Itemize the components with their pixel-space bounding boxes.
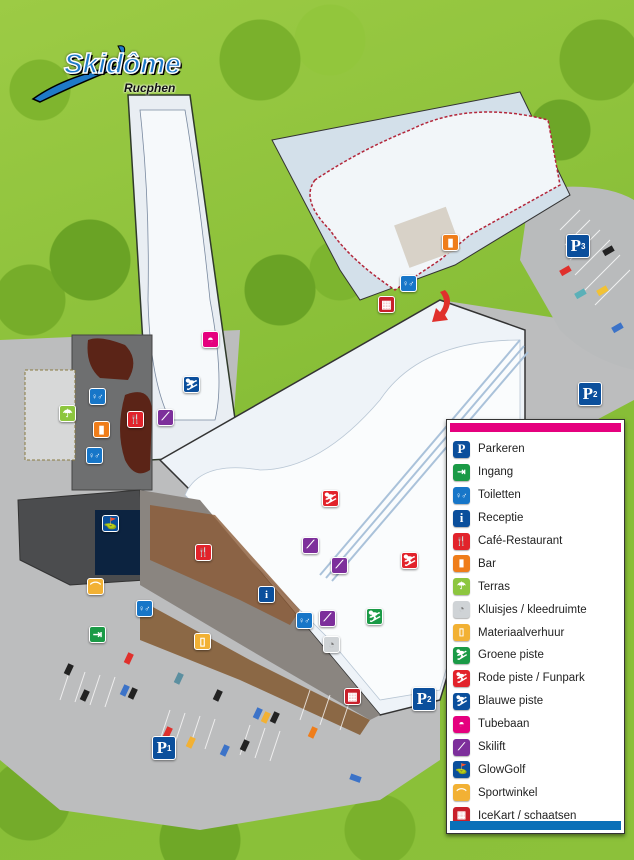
legend-label: Blauwe piste <box>478 695 544 708</box>
parking-icon: P <box>453 440 470 458</box>
glowgolf-icon: ⛳ <box>453 761 470 779</box>
legend-top-bar <box>450 423 621 432</box>
lockers-icon[interactable]: ◔ <box>323 636 340 653</box>
sportshop-icon[interactable]: ⌒ <box>87 578 104 595</box>
cafe-restaurant-icon: 🍴 <box>453 532 470 550</box>
legend-label: Café-Restaurant <box>478 535 563 547</box>
tubebaan-icon[interactable]: ◓ <box>202 331 219 348</box>
red-slope-icon[interactable]: ⛷ <box>322 490 339 507</box>
legend-item-entrance[interactable]: ⇥ Ingang <box>453 461 620 484</box>
blue-slope-icon: ⛷ <box>453 692 470 710</box>
info-reception-icon[interactable]: i <box>258 586 275 603</box>
legend-item-terrace[interactable]: ☂ Terras <box>453 575 620 598</box>
legend-item-skilift[interactable]: ⟋ Skilift <box>453 736 620 759</box>
skilift-icon: ⟋ <box>453 738 470 756</box>
logo-subtitle: Rucphen <box>124 81 176 95</box>
legend-list: P Parkeren ⇥ Ingang ♀♂ Toiletten i Recep… <box>453 438 620 827</box>
legend-label: Parkeren <box>478 443 525 456</box>
legend-item-green-slope[interactable]: ⛷ Groene piste <box>453 644 620 667</box>
legend-label: IceKart / schaatsen <box>478 809 577 822</box>
terrace-icon[interactable]: ☂ <box>59 405 76 422</box>
green-slope-icon: ⛷ <box>453 646 470 664</box>
lockers-icon: ◔ <box>453 601 470 619</box>
blue-slope-icon[interactable]: ⛷ <box>183 376 200 393</box>
toilets-icon: ♀♂ <box>453 486 470 504</box>
legend-item-parking[interactable]: P Parkeren <box>453 438 620 461</box>
entrance-icon: ⇥ <box>453 463 470 481</box>
legend-label: Kluisjes / kleedruimte <box>478 603 587 616</box>
info-icon: i <box>453 509 470 527</box>
skidome-logo: Skidôme Rucphen <box>28 44 203 104</box>
glowgolf-icon[interactable]: ⛳ <box>102 515 119 532</box>
toilets-icon[interactable]: ♀♂ <box>136 600 153 617</box>
legend-item-reception[interactable]: i Receptie <box>453 507 620 530</box>
cafe-restaurant-icon[interactable]: 🍴 <box>195 544 212 561</box>
toilets-icon[interactable]: ♀♂ <box>296 612 313 629</box>
legend-label: Terras <box>478 580 510 593</box>
toilets-icon[interactable]: ♀♂ <box>89 388 106 405</box>
logo-swoosh-icon <box>31 45 129 103</box>
tube-icon: ◓ <box>453 715 470 733</box>
legend-label: Bar <box>478 557 496 570</box>
legend-label: Toiletten <box>478 489 521 502</box>
legend-item-cafe-restaurant[interactable]: 🍴 Café-Restaurant <box>453 530 620 553</box>
legend-bottom-bar <box>450 821 621 830</box>
legend-label: GlowGolf <box>478 763 526 776</box>
skilift-icon[interactable]: ⟋ <box>157 409 174 426</box>
icekart-icon[interactable]: ▦ <box>378 296 395 313</box>
terrace-icon: ☂ <box>453 578 470 596</box>
skilift-icon[interactable]: ⟋ <box>331 557 348 574</box>
map-legend: P Parkeren ⇥ Ingang ♀♂ Toiletten i Recep… <box>446 419 625 834</box>
red-slope-icon[interactable]: ⛷ <box>401 552 418 569</box>
bar-icon[interactable]: ▮ <box>93 421 110 438</box>
legend-item-sportshop[interactable]: ⌒ Sportwinkel <box>453 781 620 804</box>
entrance-icon[interactable]: ⇥ <box>89 626 106 643</box>
toilets-icon[interactable]: ♀♂ <box>86 447 103 464</box>
bar-icon[interactable]: ▮ <box>442 234 459 251</box>
legend-item-icekart[interactable]: ▦ IceKart / schaatsen <box>453 804 620 827</box>
logo-title: Skidôme <box>63 47 181 80</box>
cafe-restaurant-icon[interactable]: 🍴 <box>127 411 144 428</box>
rental-icon: ▯ <box>453 624 470 642</box>
red-slope-icon: ⛷ <box>453 669 470 687</box>
legend-item-lockers[interactable]: ◔ Kluisjes / kleedruimte <box>453 598 620 621</box>
green-slope-icon[interactable]: ⛷ <box>366 608 383 625</box>
legend-item-tube[interactable]: ◓ Tubebaan <box>453 713 620 736</box>
legend-label: Tubebaan <box>478 718 530 731</box>
legend-label: Ingang <box>478 466 514 479</box>
legend-item-blue-slope[interactable]: ⛷ Blauwe piste <box>453 690 620 713</box>
legend-label: Groene piste <box>478 649 544 662</box>
legend-label: Sportwinkel <box>478 786 538 799</box>
legend-item-bar[interactable]: ▮ Bar <box>453 552 620 575</box>
icekart-icon[interactable]: ▦ <box>344 688 361 705</box>
legend-label: Rode piste / Funpark <box>478 672 585 685</box>
rental-icon[interactable]: ▯ <box>194 633 211 650</box>
bar-icon: ▮ <box>453 555 470 573</box>
legend-item-toilets[interactable]: ♀♂ Toiletten <box>453 484 620 507</box>
toilets-icon[interactable]: ♀♂ <box>400 275 417 292</box>
legend-label: Skilift <box>478 741 506 754</box>
legend-item-rental[interactable]: ▯ Materiaalverhuur <box>453 621 620 644</box>
icekart-icon: ▦ <box>453 807 470 825</box>
skilift-icon[interactable]: ⟋ <box>302 537 319 554</box>
legend-item-red-slope[interactable]: ⛷ Rode piste / Funpark <box>453 667 620 690</box>
legend-label: Receptie <box>478 512 524 525</box>
skilift-icon[interactable]: ⟋ <box>319 610 336 627</box>
sportshop-icon: ⌒ <box>453 784 470 802</box>
legend-label: Materiaalverhuur <box>478 626 565 639</box>
legend-item-glowgolf[interactable]: ⛳ GlowGolf <box>453 758 620 781</box>
